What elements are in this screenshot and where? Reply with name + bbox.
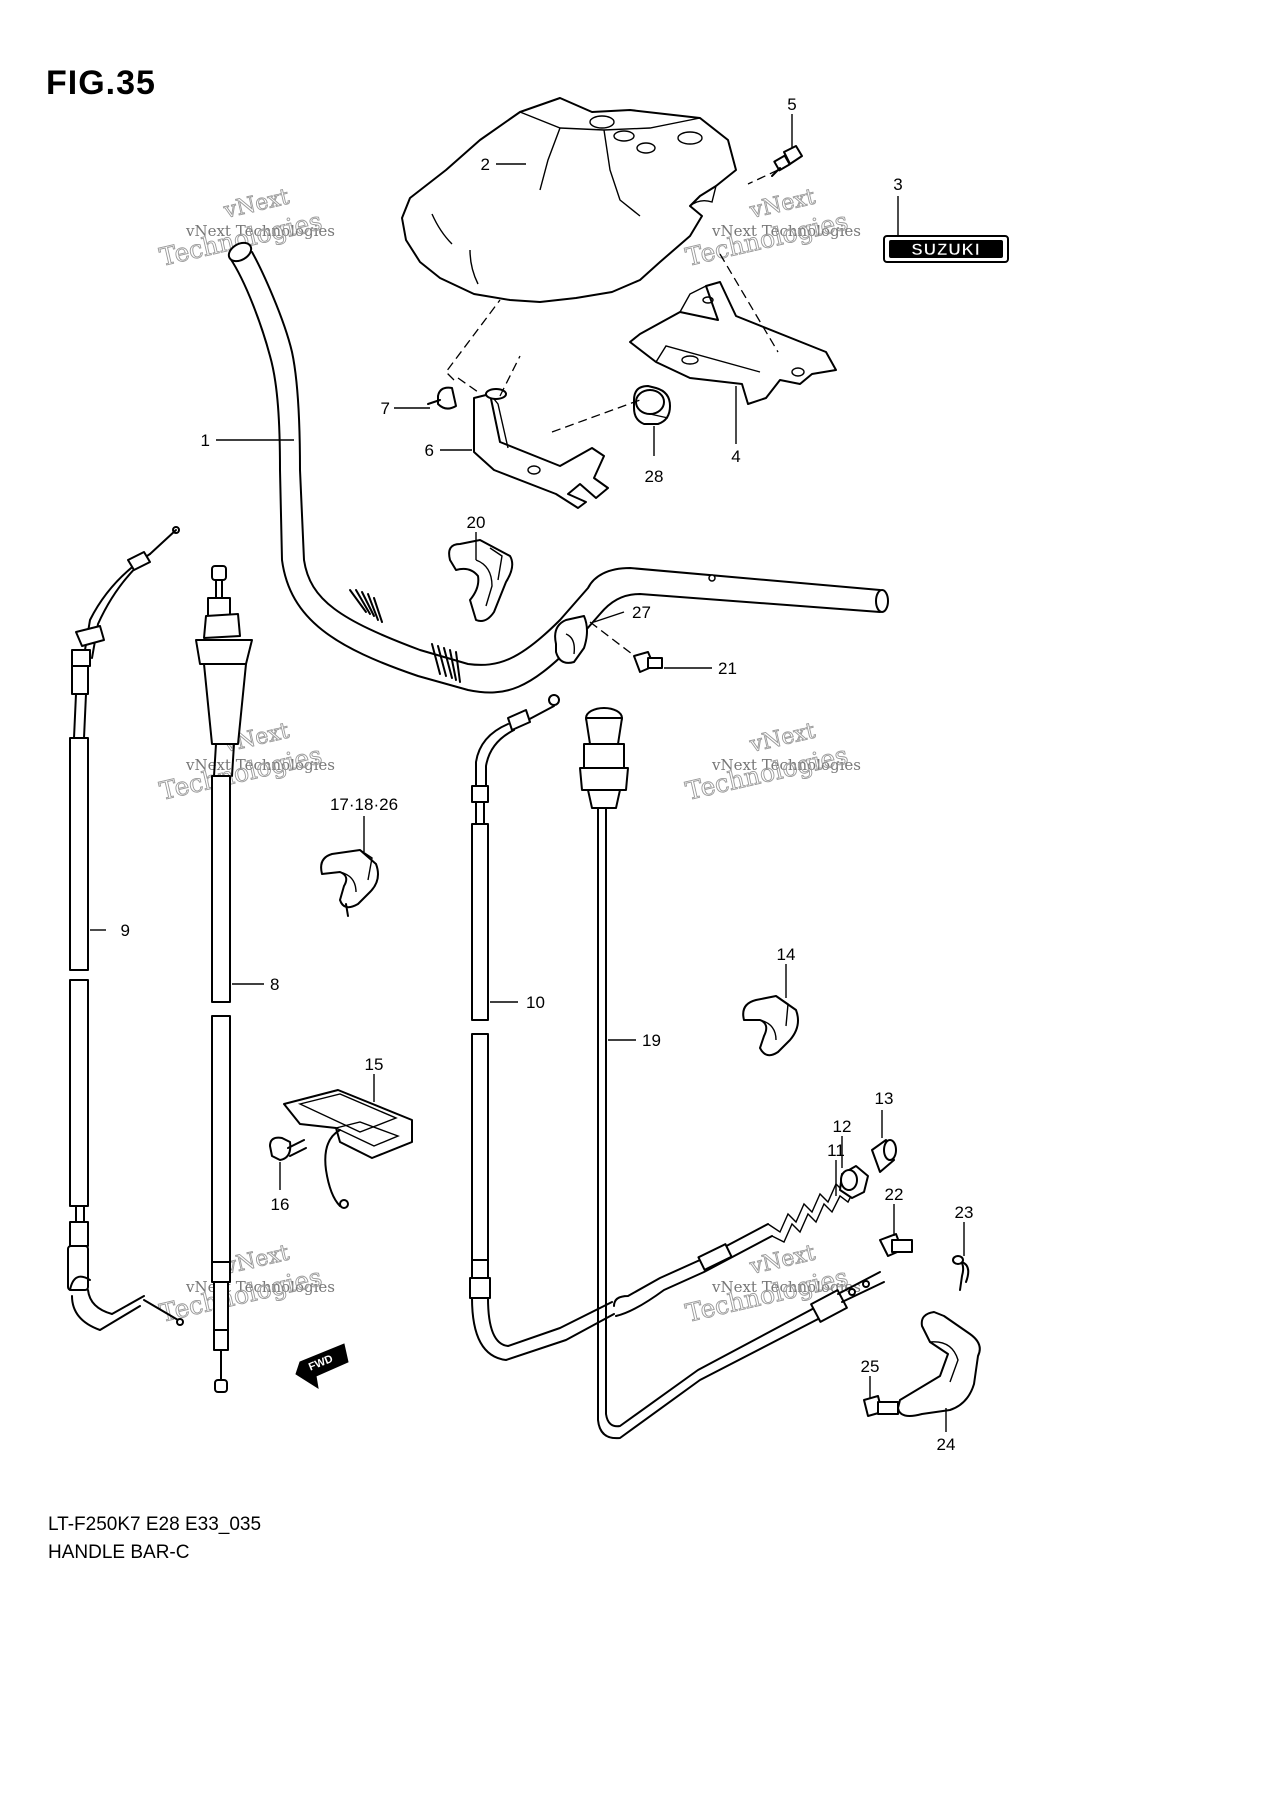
callout-12: 12	[833, 1117, 852, 1136]
cable-clamp-left	[320, 849, 379, 917]
leader-line	[593, 611, 625, 623]
handlebar-clamp	[448, 539, 514, 622]
watermark-text: vNext Technologies	[711, 1278, 861, 1296]
callout-19: 19	[642, 1031, 661, 1050]
return-spring	[613, 1175, 857, 1317]
callout-15: 15	[365, 1055, 384, 1074]
grommet	[633, 385, 671, 425]
guide-bolt	[269, 1136, 307, 1161]
watermark-text: vNext Technologies	[711, 756, 861, 774]
callout-4: 4	[731, 447, 740, 466]
emblem-text: SUZUKI	[911, 240, 980, 259]
handlebar	[227, 241, 889, 694]
callout-23: 23	[955, 1203, 974, 1222]
callout-5: 5	[787, 95, 796, 114]
lever-arm-bolt	[863, 1395, 899, 1417]
watermark: vNext vNext Technologies Technologies	[682, 718, 861, 806]
brake-lever-arm	[897, 1311, 981, 1417]
callout-16: 16	[271, 1195, 290, 1214]
callout-17-18-26: 17·18·26	[330, 795, 398, 814]
watermark-text: vNext Technologies	[185, 222, 335, 240]
watermark-text: vNext Technologies	[711, 222, 861, 240]
leader-dashed	[589, 621, 633, 655]
holder-clip	[554, 615, 588, 664]
watermark-text: vNext Technologies	[185, 756, 335, 774]
cable-clamp-right	[742, 995, 799, 1057]
callout-10: 10	[526, 993, 545, 1012]
handle-cover	[401, 97, 737, 303]
callout-22: 22	[885, 1185, 904, 1204]
grip-knurl	[349, 589, 461, 683]
figure-caption: HANDLE BAR-C	[48, 1542, 190, 1563]
lower-bracket	[473, 388, 609, 509]
callout-3: 3	[893, 175, 902, 194]
watermark: vNext vNext Technologies Technologies	[682, 184, 861, 272]
watermark: vNext vNext Technologies Technologies	[156, 1240, 335, 1328]
cotter-pin	[952, 1255, 970, 1291]
lever-bolt	[879, 1233, 913, 1257]
screw	[427, 386, 457, 410]
cable-guide	[283, 1089, 413, 1209]
model-code: LT-F250K7 E28 E33_035	[48, 1514, 262, 1535]
callout-28: 28	[645, 467, 664, 486]
callout-21: 21	[718, 659, 737, 678]
callout-24: 24	[937, 1435, 956, 1454]
leader-dashed	[551, 399, 641, 433]
callout-1: 1	[201, 431, 210, 450]
cover-bolt	[771, 145, 803, 177]
callout-20: 20	[467, 513, 486, 532]
cover-bracket	[629, 281, 837, 405]
callout-27: 27	[632, 603, 651, 622]
brake-cable	[469, 694, 615, 1361]
starter-cable	[579, 707, 885, 1440]
callout-2: 2	[481, 155, 490, 174]
callout-leaders	[90, 114, 965, 1432]
callout-6: 6	[425, 441, 434, 460]
callout-11: 11	[827, 1141, 845, 1160]
callout-9: 9	[121, 921, 130, 940]
collar	[839, 1165, 869, 1199]
throttle-cable	[67, 526, 184, 1331]
watermark: vNext vNext Technologies Technologies	[156, 718, 335, 806]
callout-labels: 1 2 3 4 5 6 7 8 9 10 11 12 13 14 15 16 1…	[121, 95, 974, 1454]
leader-dashed	[457, 377, 479, 393]
leader-dashed	[499, 355, 521, 397]
callout-25: 25	[861, 1357, 880, 1376]
suzuki-emblem: SUZUKI	[883, 235, 1009, 263]
pivot-pin	[871, 1139, 897, 1173]
leader-dashed	[445, 299, 501, 381]
choke-cable	[195, 565, 253, 1393]
callout-8: 8	[270, 975, 279, 994]
figure-title: FIG.35	[46, 64, 156, 102]
callout-14: 14	[777, 945, 796, 964]
leader-dashed	[747, 169, 779, 185]
fwd-arrow-icon: FWD	[295, 1343, 349, 1390]
leader-dashed	[719, 253, 779, 353]
callout-7: 7	[381, 399, 390, 418]
callout-13: 13	[875, 1089, 894, 1108]
clip-bolt	[633, 651, 663, 673]
